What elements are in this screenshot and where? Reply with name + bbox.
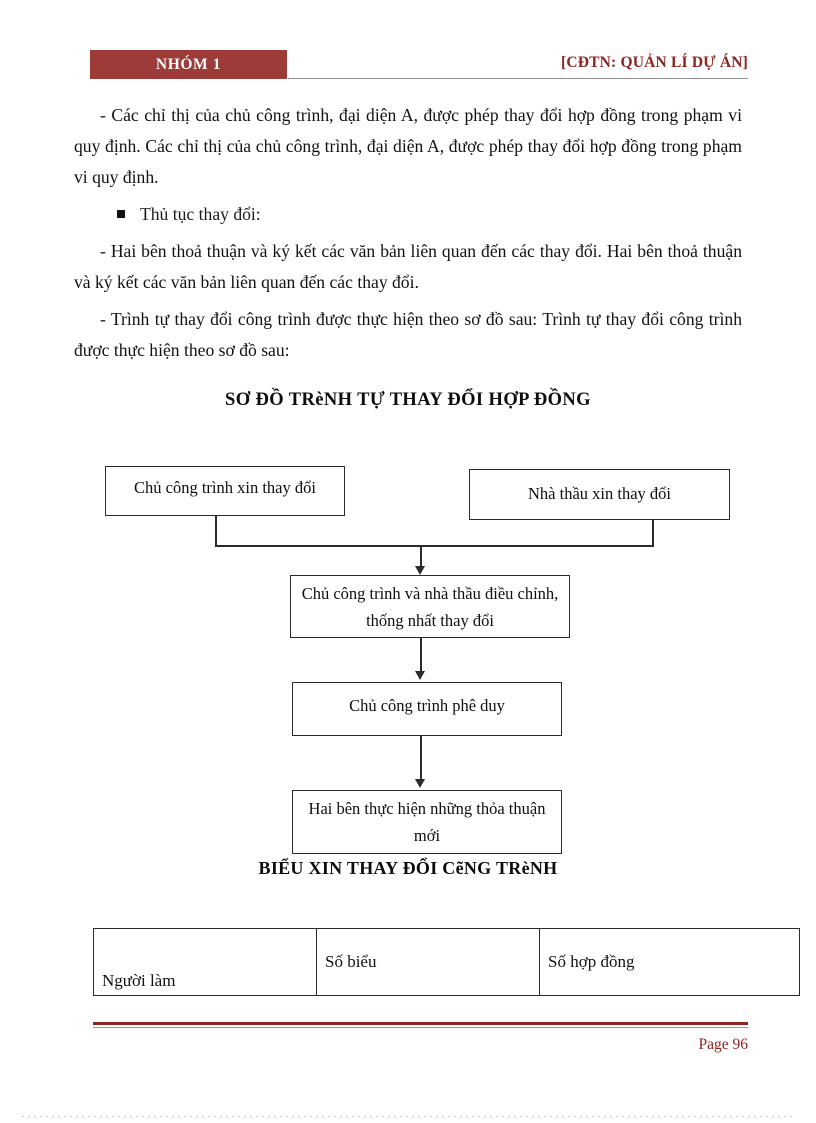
flow-box-approve: Chủ công trình phê duy	[292, 682, 562, 736]
table-cell-preparer: Người làm	[93, 928, 317, 996]
table-cell-contract-number: Số hợp đồng	[539, 928, 800, 996]
connector-merge-horizontal	[215, 545, 654, 547]
bullet-item-procedure: Thủ tục thay đổi:	[74, 199, 742, 230]
paragraph-change-order: - Trình tự thay đổi công trình được thực…	[74, 309, 742, 360]
document-body: - Các chỉ thị của chủ công trình, đại di…	[74, 100, 742, 372]
header-divider	[288, 78, 748, 80]
square-bullet-icon	[117, 210, 125, 218]
connector-merge-to-adjust	[420, 545, 422, 568]
diagram-title: SƠ ĐỒ TRèNH TỰ THAY ĐỔI HỢP ĐỒNG	[225, 390, 591, 410]
flow-box-implement: Hai bên thực hiện những thỏa thuận mới	[292, 790, 562, 854]
bullet-item-label: Thủ tục thay đổi:	[140, 204, 261, 224]
header-document-title: [CĐTN: QUẢN LÍ DỰ ÁN]	[560, 54, 748, 71]
form-subtitle: BIỂU XIN THAY ĐỔI CẽNG TRèNH	[258, 858, 558, 878]
footer-rule-secondary	[93, 1027, 748, 1029]
flow-box-owner-request: Chủ công trình xin thay đổi	[105, 466, 345, 516]
connector-adjust-to-approve	[420, 638, 422, 672]
table-cell-form-number: Số biểu	[316, 928, 540, 996]
flow-box-adjust: Chủ công trình và nhà thầu điều chỉnh, t…	[290, 575, 570, 638]
scan-edge-artifact	[22, 1116, 794, 1117]
paragraph-agreement: - Hai bên thoả thuận và ký kết các văn b…	[74, 241, 742, 292]
arrow-head-to-adjust	[415, 566, 425, 575]
footer-rule-primary	[93, 1022, 748, 1026]
page-header: NHÓM 1 [CĐTN: QUẢN LÍ DỰ ÁN]	[90, 48, 748, 82]
page-number: Page 96	[698, 1036, 748, 1053]
paragraph-owner-instructions: - Các chỉ thị của chủ công trình, đại di…	[74, 105, 742, 187]
arrow-head-to-implement	[415, 779, 425, 788]
flow-box-contractor-request: Nhà thầu xin thay đổi	[469, 469, 730, 520]
arrow-head-to-approve	[415, 671, 425, 680]
header-group-tag: NHÓM 1	[90, 50, 287, 79]
table-row: Người làm Số biểu Số hợp đồng	[93, 928, 800, 996]
connector-contractor-vertical	[652, 520, 654, 546]
connector-owner-vertical	[215, 516, 217, 546]
change-request-form-table: Người làm Số biểu Số hợp đồng	[93, 928, 800, 996]
connector-approve-to-implement	[420, 736, 422, 780]
